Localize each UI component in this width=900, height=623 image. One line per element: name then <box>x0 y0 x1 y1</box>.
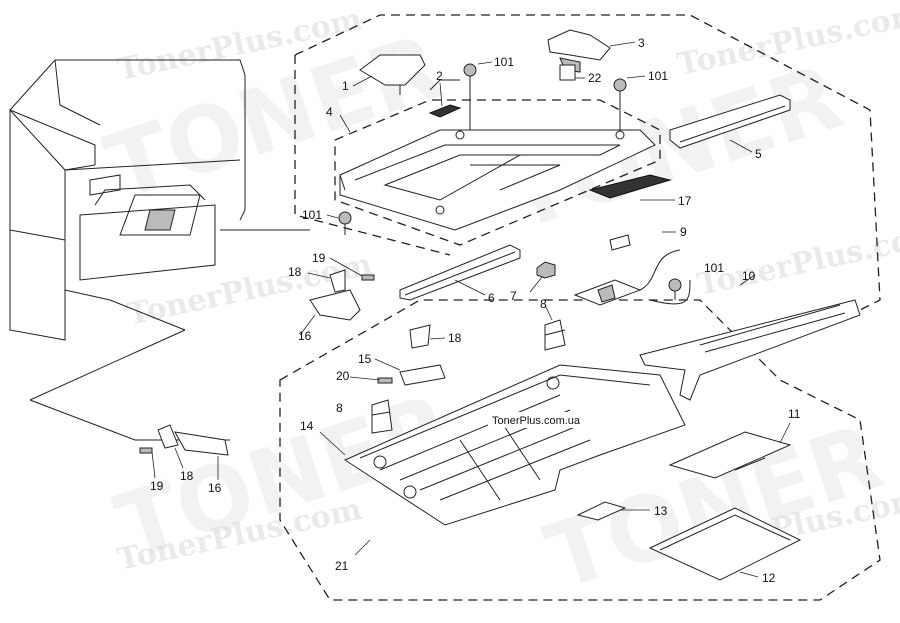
part-17-plate <box>588 174 672 199</box>
part-3-lever <box>547 29 611 61</box>
part-11-cover <box>668 431 792 479</box>
part-16-bracket-b <box>174 431 229 456</box>
callout-22: 22 <box>588 71 602 85</box>
callout-17: 17 <box>678 194 692 208</box>
copier-body-drawing <box>9 59 310 441</box>
watermark-text-4: TonerPlus.com <box>694 217 900 303</box>
callout-labels: 1 2 3 4 5 6 7 8 8 9 10 11 12 13 14 15 16… <box>150 36 801 585</box>
callout-101-a: 101 <box>494 55 514 69</box>
part-9-sensor-harness <box>573 234 691 306</box>
part-20-pin <box>377 377 393 384</box>
callout-21: 21 <box>335 559 349 573</box>
part-13-bracket <box>576 501 627 521</box>
leader-lines <box>151 41 791 578</box>
callout-8-upper: 8 <box>540 297 547 311</box>
callout-15: 15 <box>358 352 372 366</box>
part-6-rack <box>399 244 521 301</box>
assembly-4-outline <box>294 14 881 331</box>
callout-14: 14 <box>300 419 314 433</box>
watermark-layer: TONER TONER TONER TONER TonerPlus.com To… <box>94 0 900 611</box>
callout-101-b: 101 <box>648 69 668 83</box>
callout-18-lower: 18 <box>180 469 194 483</box>
callout-4: 4 <box>326 105 333 119</box>
assembly-4-inner-box <box>334 99 661 246</box>
callout-101-d: 101 <box>704 261 724 275</box>
callout-5: 5 <box>755 147 762 161</box>
callout-11: 11 <box>788 407 801 421</box>
callout-12: 12 <box>762 571 776 585</box>
part-10-rail <box>639 299 861 401</box>
callout-16-lower: 16 <box>208 481 222 495</box>
callout-19-lower: 19 <box>150 479 164 493</box>
part-15-holder <box>399 364 446 386</box>
callout-2: 2 <box>436 69 443 83</box>
screw-101-b <box>613 78 627 130</box>
part-8-foot-a <box>544 319 566 351</box>
part-1-bracket <box>359 54 426 86</box>
part-18-clip-c <box>157 424 179 449</box>
callout-9: 9 <box>680 225 687 239</box>
part-22-spring <box>559 64 576 81</box>
assembly-21-outline <box>279 299 881 601</box>
callout-101-c: 101 <box>302 208 322 222</box>
part-16-bracket-a <box>309 289 361 321</box>
site-label: TonerPlus.com.ua <box>492 415 581 427</box>
part-19-pin-a <box>361 274 375 281</box>
screw-101-d <box>668 278 682 300</box>
part-8-foot-b <box>371 399 393 434</box>
callout-6: 6 <box>488 291 495 305</box>
callout-10: 10 <box>742 269 756 283</box>
callout-3: 3 <box>638 36 645 50</box>
callout-8-lower: 8 <box>336 401 343 415</box>
screw-101-a <box>463 63 477 130</box>
part-7-gear <box>536 261 556 279</box>
part-19-pin-b <box>139 447 153 454</box>
callout-18-upper: 18 <box>288 265 302 279</box>
callout-13: 13 <box>654 504 668 518</box>
callout-16-upper: 16 <box>298 329 312 343</box>
part-12-plate <box>648 507 802 581</box>
part-18-clip-a <box>329 269 346 293</box>
callout-18-middle: 18 <box>448 331 462 345</box>
scanner-frame <box>339 79 656 231</box>
callout-7: 7 <box>510 289 517 303</box>
callout-1: 1 <box>342 79 349 93</box>
part-18-clip-b <box>409 324 431 349</box>
screw-101-c <box>338 211 352 235</box>
callout-19-upper: 19 <box>312 251 326 265</box>
part-2-pad <box>428 104 462 118</box>
callout-20: 20 <box>336 369 350 383</box>
site-label-box <box>488 412 610 428</box>
